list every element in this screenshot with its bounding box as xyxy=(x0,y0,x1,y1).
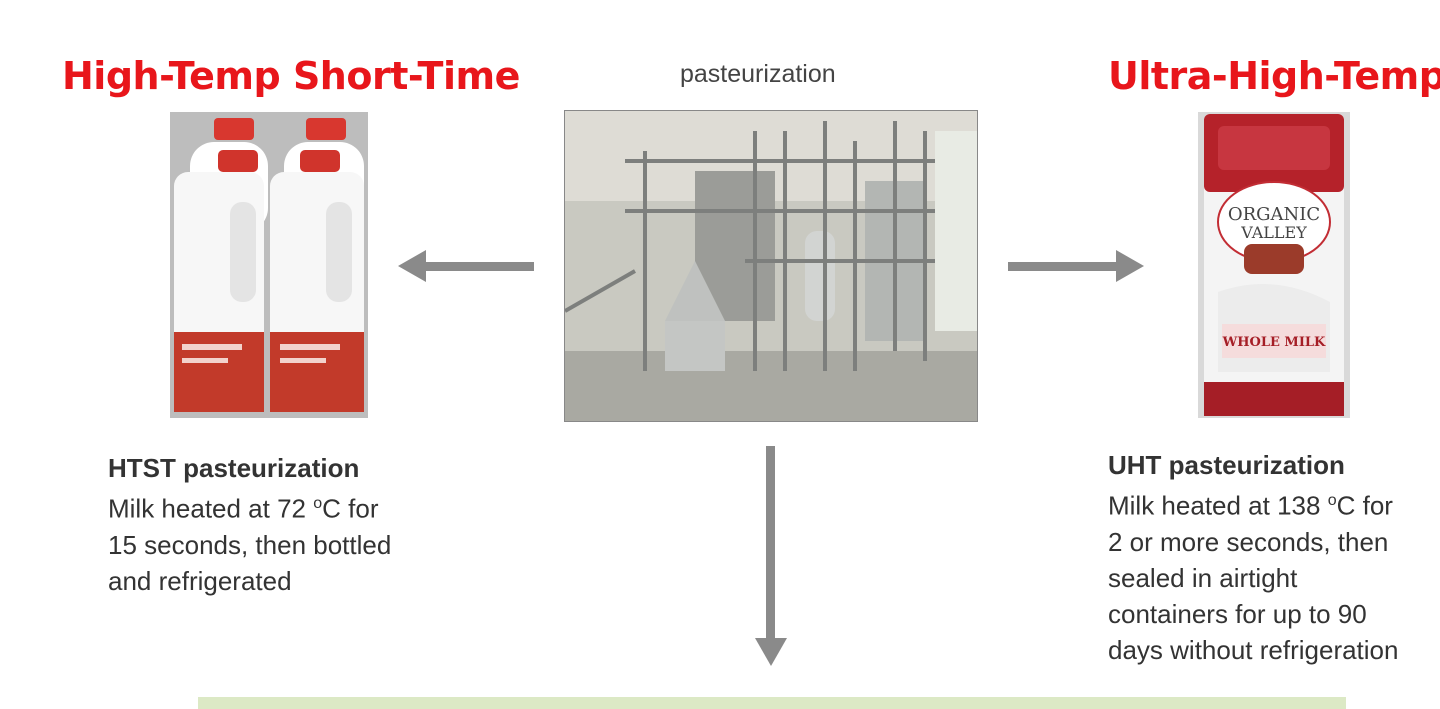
left-arrow xyxy=(398,250,536,282)
down-arrow xyxy=(755,446,787,666)
uht-description: UHT pasteurization Milk heated at 138 oC… xyxy=(1108,447,1440,668)
pasteurization-plant-image xyxy=(564,110,978,422)
htst-description: HTST pasteurization Milk heated at 72 oC… xyxy=(108,450,468,599)
htst-heading: HTST pasteurization xyxy=(108,450,468,486)
milk-carton-image: ORGANIC VALLEY WHOLE MILK xyxy=(1198,112,1350,418)
uht-line-4: containers for up to 90 xyxy=(1108,596,1440,632)
uht-line-2: 2 or more seconds, then xyxy=(1108,524,1440,560)
bottom-panel xyxy=(198,697,1346,709)
htst-line-2: 15 seconds, then bottled xyxy=(108,527,468,563)
carton-product: WHOLE MILK xyxy=(1222,335,1326,350)
htst-line-1: Milk heated at 72 oC for xyxy=(108,486,468,527)
uht-line-1: Milk heated at 138 oC for xyxy=(1108,483,1440,524)
pasteurization-label: pasteurization xyxy=(680,60,836,89)
htst-title: High-Temp Short-Time xyxy=(62,54,520,98)
uht-line-3: sealed in airtight xyxy=(1108,560,1440,596)
htst-line-3: and refrigerated xyxy=(108,563,468,599)
uht-title: Ultra-High-Temp xyxy=(1108,54,1440,98)
carton-brand-line1: ORGANIC xyxy=(1228,204,1320,225)
uht-heading: UHT pasteurization xyxy=(1108,447,1440,483)
right-arrow xyxy=(1008,250,1144,282)
uht-line-5: days without refrigeration xyxy=(1108,632,1440,668)
carton-brand-line2: VALLEY xyxy=(1240,223,1307,242)
milk-bottles-image xyxy=(170,112,368,418)
